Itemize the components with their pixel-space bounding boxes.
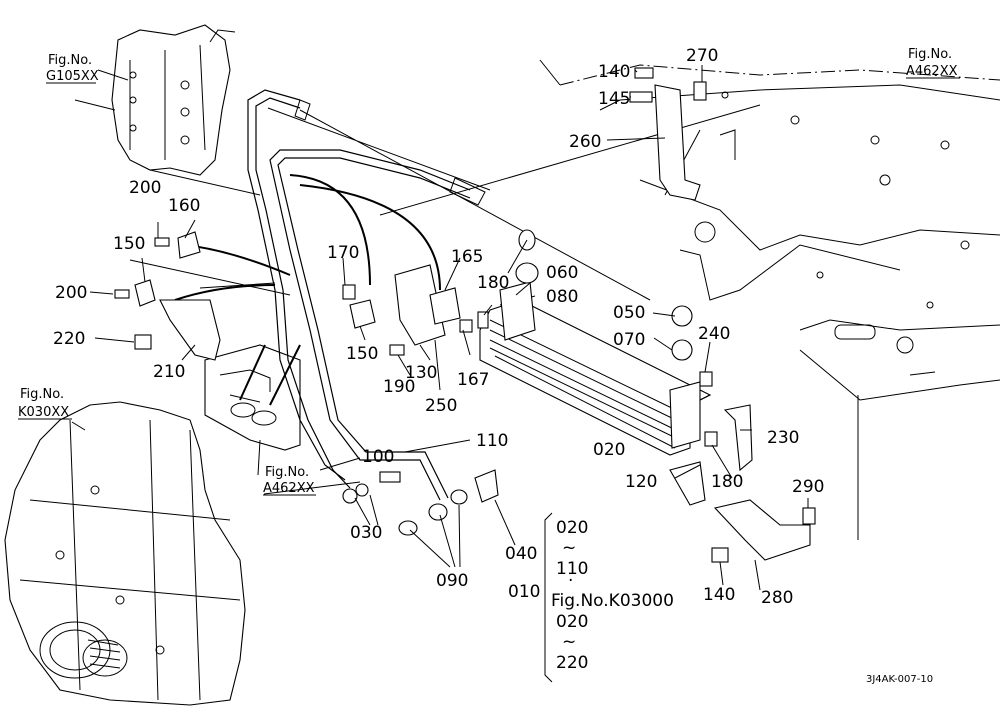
fig-ref-label: Fig.No. <box>908 47 952 62</box>
fig-ref-label: Fig.No. <box>20 387 64 402</box>
part-label-090: 090 <box>436 571 468 591</box>
leader-lines <box>129 59 761 406</box>
part-label-180: 180 <box>711 472 743 492</box>
part-label-165: 165 <box>451 247 483 267</box>
assembly-brace <box>544 512 553 683</box>
part-label-180: 180 <box>477 273 509 293</box>
part-label-160: 160 <box>168 196 200 216</box>
part-label-050: 050 <box>613 303 645 323</box>
part-label-040: 040 <box>505 544 537 564</box>
part-label-290: 290 <box>792 477 824 497</box>
part-label-110: 110 <box>476 431 508 451</box>
part-label-140: 140 <box>598 62 630 82</box>
frame-plate-a462xx <box>559 64 1000 540</box>
fig-ref-code: A462XX <box>263 481 315 496</box>
range-start: 020 <box>556 518 588 538</box>
part-label-030: 030 <box>350 523 382 543</box>
fig-ref-label: Fig.No. <box>48 53 92 68</box>
range-tilde: ~ <box>562 632 576 652</box>
separator-dot: · <box>568 571 573 591</box>
part-label-260: 260 <box>569 132 601 152</box>
part-label-010: 010 <box>508 582 540 602</box>
assembly-note: 020 ~ 110 · Fig.No.K03000 020 ~ 220 <box>551 518 674 673</box>
transmission-k030xx <box>4 401 246 706</box>
figure-reference-labels: Fig.No. G105XX Fig.No. A462XX Fig.No. K0… <box>18 47 960 496</box>
drawing-code: 3J4AK-007-10 <box>866 674 933 685</box>
part-label-210: 210 <box>153 362 185 382</box>
range-end: 110 <box>556 559 588 579</box>
part-label-170: 170 <box>327 243 359 263</box>
part-label-070: 070 <box>613 330 645 350</box>
fig-reference: Fig.No.K03000 <box>551 591 674 611</box>
fig-ref-code: G105XX <box>46 69 99 84</box>
range-end: 220 <box>556 653 588 673</box>
hoses <box>247 89 486 501</box>
part-label-190: 190 <box>383 377 415 397</box>
part-label-270: 270 <box>686 46 718 66</box>
part-label-167: 167 <box>457 370 489 390</box>
housing-g105xx <box>74 24 261 196</box>
range-tilde: ~ <box>562 538 576 558</box>
part-label-150: 150 <box>113 234 145 254</box>
oil-cooler-020 <box>479 281 712 456</box>
part-label-100: 100 <box>362 447 394 467</box>
fig-ref-label: Fig.No. <box>265 465 309 480</box>
fig-ref-code: A462XX <box>906 64 958 79</box>
part-label-130: 130 <box>405 363 437 383</box>
label-leaders <box>71 65 809 591</box>
part-label-220: 220 <box>53 329 85 349</box>
part-label-200: 200 <box>129 178 161 198</box>
part-label-060: 060 <box>546 263 578 283</box>
part-label-240: 240 <box>698 324 730 344</box>
part-label-020: 020 <box>593 440 625 460</box>
part-label-140: 140 <box>703 585 735 605</box>
small-parts <box>114 67 816 563</box>
part-number-labels: 010 020 030 040 050 060 070 080 090 100 … <box>53 46 824 608</box>
part-label-120: 120 <box>625 472 657 492</box>
part-label-200: 200 <box>55 283 87 303</box>
bracket-plate-a462xx <box>204 344 301 451</box>
part-label-150: 150 <box>346 344 378 364</box>
part-label-250: 250 <box>425 396 457 416</box>
part-label-080: 080 <box>546 287 578 307</box>
part-label-280: 280 <box>761 588 793 608</box>
range-start: 020 <box>556 612 588 632</box>
fig-ref-code: K030XX <box>18 405 69 420</box>
part-label-230: 230 <box>767 428 799 448</box>
part-label-145: 145 <box>598 89 630 109</box>
